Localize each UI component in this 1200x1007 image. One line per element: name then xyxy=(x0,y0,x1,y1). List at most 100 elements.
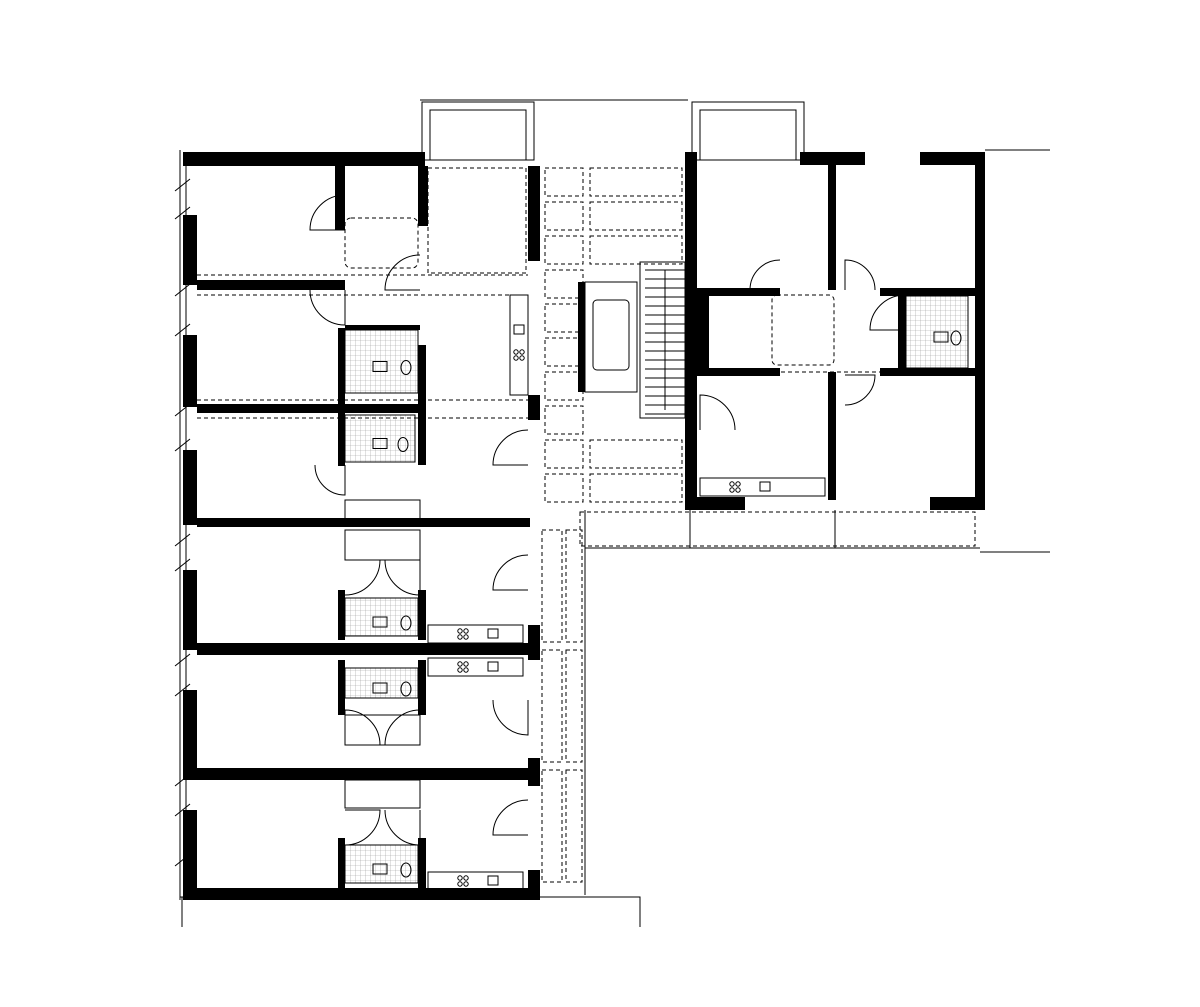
sink-icon xyxy=(372,863,388,875)
toilet-icon xyxy=(400,615,412,631)
stove-burner-icon xyxy=(519,349,525,355)
stove-burner-icon xyxy=(457,875,463,881)
door-swing xyxy=(384,809,421,846)
stove-burner-icon xyxy=(729,487,735,493)
window-marker xyxy=(174,206,191,220)
kitchen-sink-icon xyxy=(487,628,499,639)
right-wing-walls xyxy=(685,152,985,510)
window-marker xyxy=(174,558,191,572)
kitchen-counter xyxy=(427,871,524,891)
window-marker xyxy=(174,323,191,337)
deck-panel xyxy=(544,303,584,333)
right-wing-dashed xyxy=(697,294,975,373)
stove-burner-icon xyxy=(463,881,469,887)
door-swing xyxy=(384,559,421,596)
deck-panel xyxy=(544,201,584,231)
deck-panel xyxy=(565,529,583,643)
sink-icon xyxy=(372,616,388,628)
kitchen-sink-icon xyxy=(513,324,525,335)
toilet-icon xyxy=(950,330,962,346)
kitchens xyxy=(427,294,826,891)
deck-panel xyxy=(565,649,583,763)
stove-burner-icon xyxy=(519,355,525,361)
kitchen-counter xyxy=(699,477,826,497)
toilet-icon xyxy=(400,862,412,878)
door-swing xyxy=(384,254,421,291)
door-swing xyxy=(384,709,421,746)
deck-panel xyxy=(544,235,584,265)
door-swing xyxy=(492,699,529,736)
toilet-icon xyxy=(400,681,412,697)
window-marker xyxy=(174,683,191,697)
stove-burner-icon xyxy=(513,355,519,361)
deck-panel xyxy=(544,269,584,299)
deck-panel xyxy=(544,405,584,435)
door-swing xyxy=(492,429,529,466)
deck-panel xyxy=(544,337,584,367)
door-swing xyxy=(699,394,736,431)
window-marker xyxy=(174,178,191,192)
door-swing xyxy=(492,554,529,591)
kitchen-counter xyxy=(427,657,524,677)
stove-burner-icon xyxy=(735,487,741,493)
door-swing xyxy=(344,809,381,846)
stove-burner-icon xyxy=(457,628,463,634)
stove-burner-icon xyxy=(457,634,463,640)
kitchen-sink-icon xyxy=(759,481,771,492)
kitchen-counter xyxy=(509,294,529,396)
stove-burner-icon xyxy=(735,481,741,487)
door-swing xyxy=(309,289,346,326)
toilet-icon xyxy=(400,360,412,375)
stair-core xyxy=(578,261,686,419)
door-swing xyxy=(844,374,876,406)
window-marker xyxy=(174,283,191,297)
window-marker xyxy=(174,773,191,787)
deck-panel xyxy=(589,235,683,265)
sink-icon xyxy=(372,438,388,449)
deck-panel xyxy=(544,167,584,197)
toilet-icon xyxy=(397,437,409,452)
sink-icon xyxy=(372,682,388,694)
entry-steps xyxy=(344,499,421,809)
kitchen-counter xyxy=(427,624,524,644)
kitchen-sink-icon xyxy=(487,661,499,672)
deck-panel xyxy=(589,473,683,503)
deck-panel xyxy=(544,439,584,469)
deck-panel xyxy=(565,769,583,883)
deck-panel xyxy=(541,529,563,643)
stove-burner-icon xyxy=(463,634,469,640)
stove-burner-icon xyxy=(457,661,463,667)
stove-burner-icon xyxy=(513,349,519,355)
balcony-left xyxy=(421,101,535,161)
window-markers xyxy=(174,178,191,867)
window-marker xyxy=(174,803,191,817)
deck-panel xyxy=(544,473,584,503)
sink-icon xyxy=(933,331,949,343)
door-swing xyxy=(749,259,781,291)
gallery-deck xyxy=(541,167,683,883)
stove-burner-icon xyxy=(463,875,469,881)
window-marker xyxy=(174,653,191,667)
sink-icon xyxy=(372,361,388,372)
stove-burner-icon xyxy=(729,481,735,487)
door-swing xyxy=(844,259,876,291)
stove-burner-icon xyxy=(463,628,469,634)
stove-burner-icon xyxy=(463,661,469,667)
deck-panel xyxy=(544,371,584,401)
bathrooms xyxy=(344,295,969,884)
door-swing xyxy=(309,194,346,231)
door-swing xyxy=(344,559,381,596)
deck-panel xyxy=(589,201,683,231)
deck-panel xyxy=(541,769,563,883)
terrace xyxy=(579,510,976,548)
deck-panel xyxy=(589,167,683,197)
window-marker xyxy=(174,853,191,867)
stove-burner-icon xyxy=(463,667,469,673)
stove-burner-icon xyxy=(457,667,463,673)
door-swing xyxy=(492,799,529,836)
stove-burner-icon xyxy=(457,881,463,887)
left-wing-dashed xyxy=(197,167,528,419)
kitchen-sink-icon xyxy=(487,875,499,886)
window-marker xyxy=(174,533,191,547)
